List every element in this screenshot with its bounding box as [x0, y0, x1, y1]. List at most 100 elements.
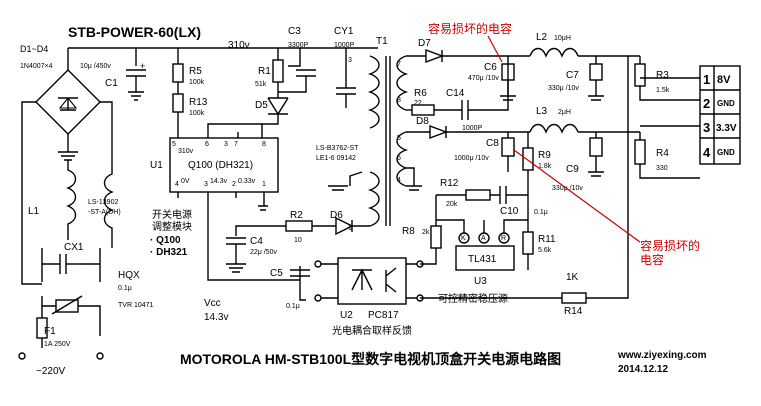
r2-value: 10: [294, 237, 302, 244]
resistor-r8: [430, 225, 442, 249]
r14-label: R14: [564, 306, 583, 317]
resistor-r11: [522, 231, 534, 255]
u1-pin3b-voltage: 14.3v: [210, 178, 228, 185]
l1-part: LS-13902: [88, 199, 118, 206]
d5-label: D5: [255, 100, 268, 111]
c14-value: 1000P: [462, 125, 483, 132]
r13-label: R13: [189, 97, 208, 108]
note-easily-damaged-top: 容易损坏的电容: [428, 21, 512, 36]
capacitor-c7: [589, 63, 603, 81]
bridge-label: D1~D4: [20, 44, 48, 54]
resistor-r9: [522, 147, 534, 171]
u1-pin4-voltage: 0V: [181, 178, 190, 185]
u1-pin3: 3: [224, 141, 228, 148]
capacitor-c14: [461, 100, 469, 120]
transformer-part: LS-B3762-ST: [316, 145, 359, 152]
l1-part2: -ST-A(DH): [88, 209, 121, 216]
c3-value: 3300P: [288, 42, 309, 49]
footer-title: MOTOROLA HM-STB100L型数字电视机顶盒开关电源电路图: [180, 351, 561, 367]
capacitor-c5: [290, 269, 310, 277]
d6-label: D6: [330, 210, 343, 221]
footer-website: www.ziyexing.com: [617, 350, 707, 361]
t1-pin2: 2: [352, 155, 356, 162]
l3-value: 2μH: [558, 109, 571, 116]
r12-label: R12: [440, 178, 459, 189]
r8-value: 2k: [422, 229, 430, 236]
inductor-l2: [529, 47, 579, 58]
r3-label: R3: [656, 70, 669, 81]
r1-value: 51k: [255, 81, 267, 88]
u1-pin5-voltage: 310v: [178, 148, 194, 155]
tl431-pin-k: K: [461, 235, 466, 242]
r5-value: 100k: [189, 79, 205, 86]
resistor-r14: [561, 292, 587, 304]
output-connector: [640, 65, 741, 165]
c9-label: C9: [566, 164, 579, 175]
c8-label: C8: [486, 138, 499, 149]
tl431-pin-r: R: [501, 235, 506, 242]
r12-value: 20k: [446, 201, 458, 208]
diode-d8: [429, 124, 448, 140]
t1-pin4: 4: [397, 177, 401, 184]
r5-label: R5: [189, 66, 202, 77]
t1-pin1: 1: [348, 225, 352, 232]
diode-d5: [267, 97, 289, 116]
hv-rail-voltage: 310v: [228, 40, 250, 51]
bridge-part: 1N4007×4: [20, 63, 53, 70]
t1-label: T1: [376, 36, 388, 47]
cx1-label: CX1: [64, 242, 84, 253]
diode-d7: [425, 48, 444, 64]
tl431-label: TL431: [468, 254, 497, 265]
cy1-label: CY1: [334, 26, 354, 37]
inductor-l1: [66, 160, 77, 240]
c10-label: C10: [500, 206, 519, 217]
c10-value: 0.1μ: [534, 209, 548, 216]
svg-text:+: +: [140, 61, 145, 71]
c5-value: 0.1μ: [286, 303, 300, 310]
c5-label: C5: [270, 268, 283, 279]
out3-label: 3.3V: [716, 123, 737, 134]
r1-label: R1: [258, 66, 271, 77]
c6-label: C6: [484, 62, 497, 73]
r13-value: 100k: [189, 110, 205, 117]
d8-label: D8: [416, 116, 429, 127]
vcc-value: 14.3v: [204, 312, 228, 323]
out4-number: 4: [703, 145, 711, 160]
board-title: STB-POWER-60(LX): [68, 24, 201, 40]
note-easily-damaged-right-1: 容易损坏的: [640, 238, 700, 253]
ground-symbol: [58, 151, 78, 161]
u1-pin6: 6: [205, 141, 209, 148]
c7-value: 330μ /10v: [548, 85, 579, 92]
bridge-rectifier: [21, 48, 113, 285]
r3-value: 1.5k: [656, 87, 670, 94]
resistor-r2: [285, 220, 313, 232]
regulator-tl431: [455, 245, 515, 271]
f1-value: 1A 250V: [44, 341, 71, 348]
transformer-t1: [367, 55, 409, 227]
r9-label: R9: [538, 150, 551, 161]
t1-pin6: 6: [397, 155, 401, 162]
out2-number: 2: [703, 96, 710, 111]
r4-value: 330: [656, 165, 668, 172]
u1-pin7: 7: [234, 141, 238, 148]
c4-label: C4: [250, 236, 263, 247]
capacitor-cx1: [59, 254, 67, 274]
module-desc-4: · DH321: [150, 247, 188, 258]
module-desc-3: · Q100: [150, 235, 181, 246]
u1-pin2: 2: [232, 181, 236, 188]
t1-pin7: 7: [397, 61, 401, 68]
u1-pin1: 1: [262, 181, 266, 188]
out1-label: 8V: [717, 74, 731, 86]
u1-pin3b: 3: [204, 181, 208, 188]
out2-label: GND: [717, 99, 735, 108]
capacitor-c4: [226, 237, 246, 245]
r6-label: R6: [414, 88, 427, 99]
r8-label: R8: [402, 226, 415, 237]
resistor-r1: [272, 59, 284, 83]
l2-label: L2: [536, 32, 548, 43]
out3-number: 3: [703, 120, 710, 135]
f1-label: F1: [44, 326, 56, 337]
r11-value: 5.6k: [538, 247, 552, 254]
cy1-value: 1000P: [334, 42, 355, 49]
